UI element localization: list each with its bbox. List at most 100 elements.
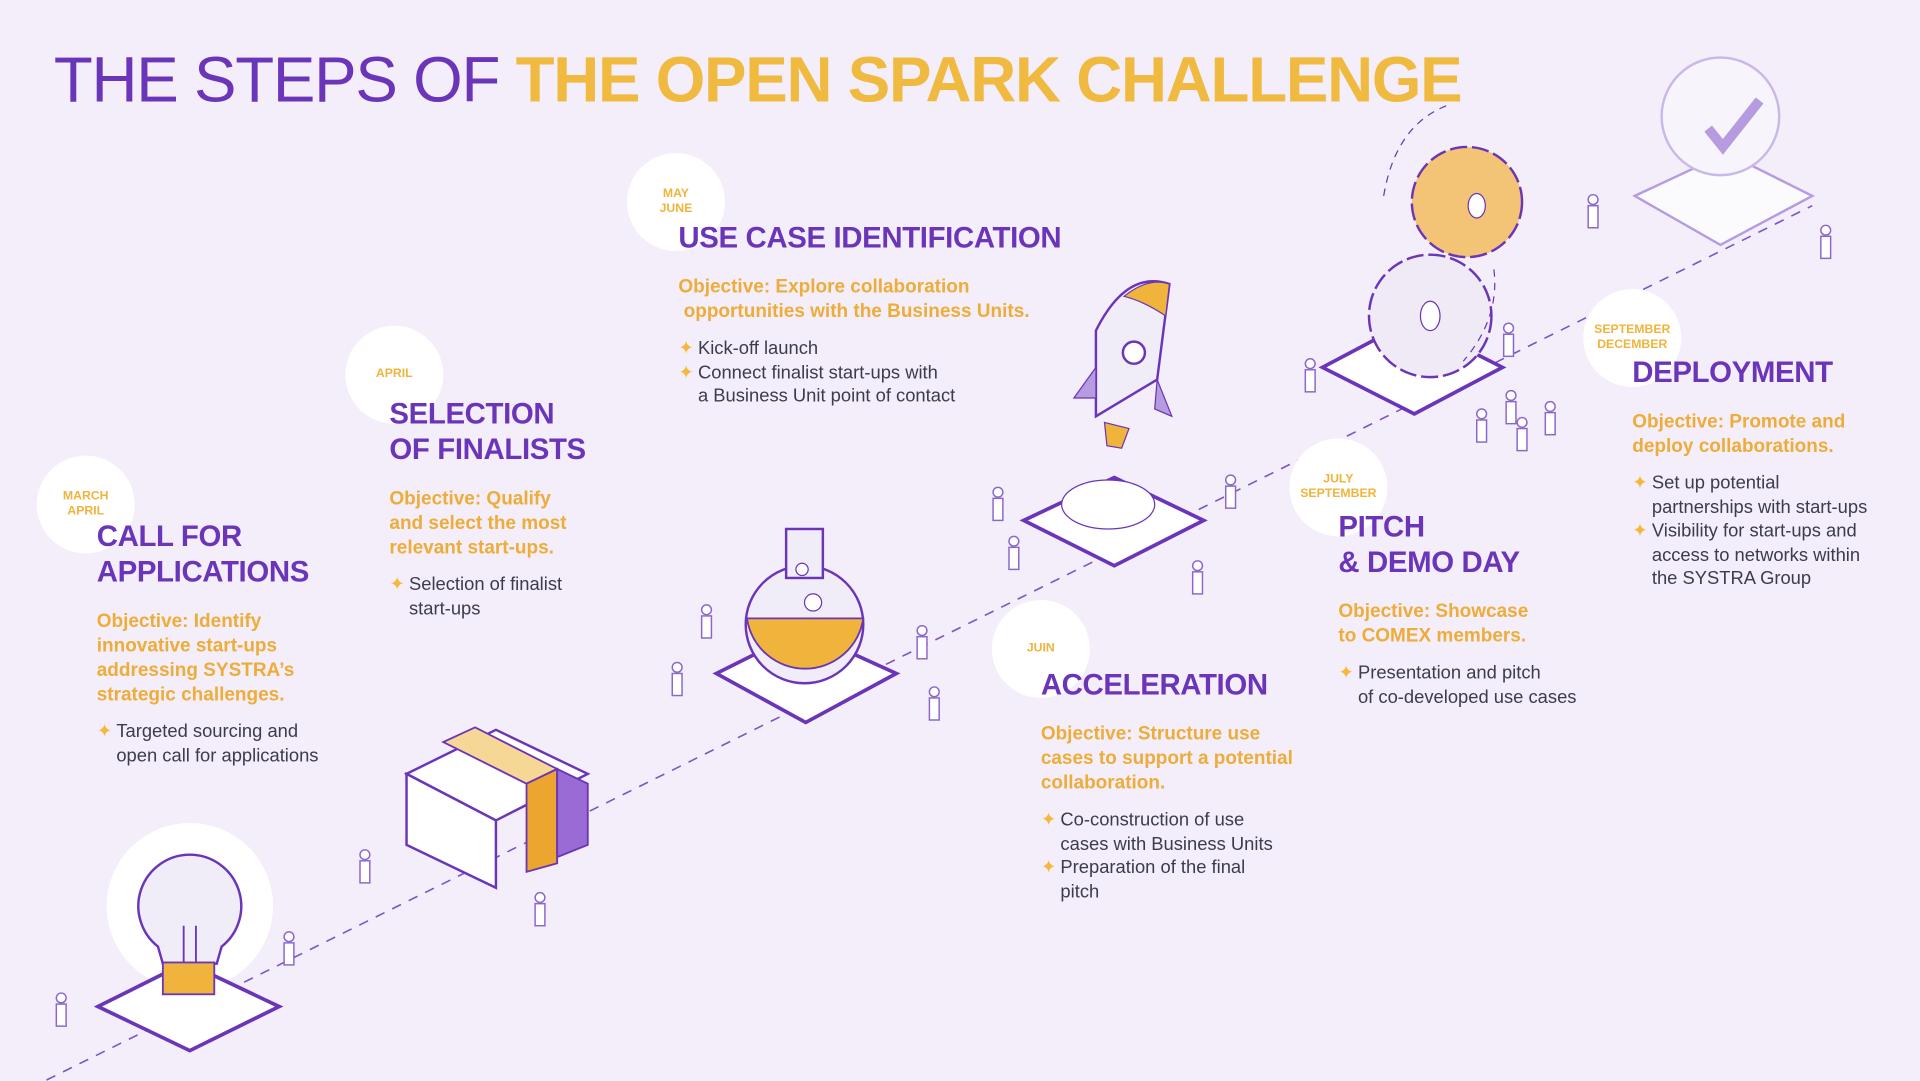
objective-line: Objective: Promote and: [1632, 411, 1846, 433]
lightbulb-icon: [93, 822, 284, 1053]
date-circle: [345, 325, 444, 424]
heading-line: DEPLOYMENT: [1632, 356, 1833, 390]
date-line: SEPTEMBER: [1300, 487, 1377, 501]
bullet-line: access to networks within: [1651, 544, 1861, 566]
bullet-line: partnerships with start-ups: [1651, 496, 1868, 518]
sparkle-bullet-icon: ✦: [1632, 520, 1648, 542]
date-line: MAY: [662, 187, 689, 201]
date-circle: [991, 600, 1090, 698]
date-circle: [626, 153, 725, 252]
sparkle-bullet-icon: ✦: [96, 721, 113, 743]
people-figures: [55, 193, 1832, 1027]
bullet-line: Visibility for start-ups and: [1651, 520, 1857, 542]
objective-line: deploy collaborations.: [1632, 435, 1834, 457]
objective-line: cases to support a potential: [1040, 748, 1293, 769]
step-heading: DEPLOYMENT: [1632, 355, 1914, 391]
sparkle-bullet-icon: ✦: [1338, 662, 1354, 684]
bullet-item: ✦Kick-off launch: [678, 337, 1094, 361]
objective-line: innovative start-ups: [96, 635, 278, 657]
step-objective: Objective: Explore collaboration opportu…: [678, 276, 1094, 325]
bullet-line: Connect finalist start-ups with: [697, 361, 938, 383]
objective-line: Objective: Identify: [96, 611, 262, 632]
step-date: APRIL: [339, 367, 449, 382]
step-objective: Objective: Structure use cases to support…: [1041, 722, 1323, 795]
date-line: DECEMBER: [1597, 337, 1668, 352]
step-date: JUIN: [986, 642, 1096, 657]
heading-line: USE CASE IDENTIFICATION: [678, 221, 1062, 255]
bullet-line: pitch: [1060, 881, 1100, 902]
objective-line: relevant start-ups.: [389, 537, 554, 559]
step-4: ACCELERATION Objective: Structure use case…: [1041, 667, 1323, 903]
date-line: JULY: [1323, 472, 1354, 487]
heading-line: OF FINALISTS: [389, 433, 586, 467]
date-line: APRIL: [375, 367, 413, 381]
step-heading: PITCH& DEMO DAY: [1338, 509, 1620, 580]
objective-line: Objective: Qualify: [389, 488, 551, 510]
date-line: JUNE: [659, 202, 693, 216]
timeline-path: [46, 205, 1813, 1081]
page-title: THE STEPS OF THE OPEN SPARK CHALLENGE: [53, 44, 1463, 117]
date-line: SEPTEMBER: [1594, 323, 1671, 337]
flask-icon: [712, 527, 901, 725]
date-line: APRIL: [67, 504, 105, 518]
bullet-line: Presentation and pitch: [1357, 662, 1541, 684]
heading-line: ACCELERATION: [1040, 668, 1268, 702]
sparkle-bullet-icon: ✦: [1040, 857, 1057, 878]
heading-line: SELECTION: [389, 397, 555, 432]
objective-line: addressing SYSTRA’s: [96, 660, 295, 681]
objective-line: Objective: Structure use: [1040, 723, 1261, 745]
bullet-line: cases with Business Units: [1060, 833, 1273, 855]
step-3: USE CASE IDENTIFICATION Objective: Explor…: [678, 220, 1094, 408]
objective-line: opportunities with the Business Units.: [678, 301, 1030, 323]
heading-line: CALL FOR: [96, 520, 242, 554]
bullet-line: of co-developed use cases: [1357, 686, 1577, 708]
date-line: MARCH: [62, 489, 109, 504]
date-circle: [36, 455, 135, 554]
title-light: THE STEPS OF: [53, 45, 516, 117]
bullet-line: the SYSTRA Group: [1651, 568, 1812, 589]
step-heading: ACCELERATION: [1041, 667, 1323, 703]
sparkle-bullet-icon: ✦: [678, 337, 694, 359]
bullet-item: ✦Preparation of the final pitch: [1041, 856, 1323, 904]
date-line: JUIN: [1026, 641, 1055, 656]
bullet-line: open call for applications: [116, 745, 319, 766]
bullet-line: Preparation of the final: [1060, 857, 1246, 878]
heading-line: & DEMO DAY: [1338, 546, 1520, 580]
objective-line: Objective: Showcase: [1338, 601, 1529, 623]
title-bold: THE OPEN SPARK CHALLENGE: [515, 45, 1463, 117]
sparkle-bullet-icon: ✦: [389, 574, 405, 596]
step-heading: USE CASE IDENTIFICATION: [678, 220, 1094, 256]
bullet-line: Selection of finalist: [408, 574, 563, 596]
objective-line: collaboration.: [1040, 772, 1166, 794]
step-bullets: ✦Kick-off launch✦Connect finalist start-…: [678, 337, 1094, 409]
objective-line: to COMEX members.: [1338, 625, 1527, 647]
objective-line: and select the most: [389, 513, 567, 534]
bullet-line: start-ups: [408, 598, 481, 619]
sparkle-bullet-icon: ✦: [1040, 809, 1057, 831]
sparkle-bullet-icon: ✦: [678, 361, 694, 383]
bullet-line: Kick-off launch: [697, 337, 819, 359]
heading-line: PITCH: [1338, 510, 1425, 544]
